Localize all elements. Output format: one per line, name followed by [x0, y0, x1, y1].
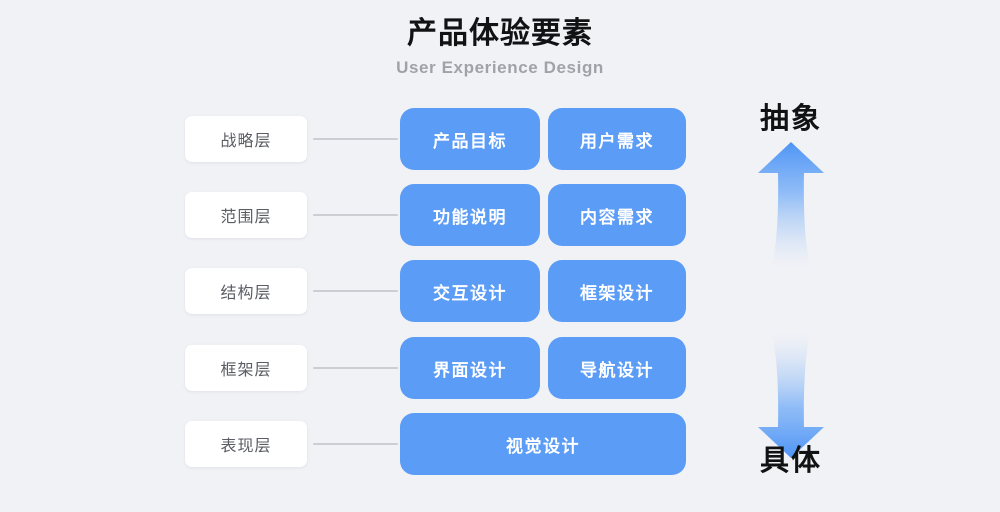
card-product-goal[interactable]: 产品目标: [400, 108, 540, 170]
arrow-down-icon: [754, 330, 828, 460]
layer-label-strategy[interactable]: 战略层: [185, 116, 307, 162]
abstraction-axis: 抽象: [726, 96, 856, 486]
card-interaction-design[interactable]: 交互设计: [400, 260, 540, 322]
layer-label-skeleton[interactable]: 框架层: [185, 345, 307, 391]
card-visual-design[interactable]: 视觉设计: [400, 413, 686, 475]
card-user-needs[interactable]: 用户需求: [548, 108, 686, 170]
card-information-architecture[interactable]: 框架设计: [548, 260, 686, 322]
header: 产品体验要素 User Experience Design: [0, 14, 1000, 80]
layer-row-structure: 结构层 交互设计 框架设计: [0, 260, 1000, 322]
axis-label-concrete: 具体: [759, 445, 822, 477]
layer-row-scope: 范围层 功能说明 内容需求: [0, 184, 1000, 246]
connector-line: [313, 214, 398, 216]
card-navigation-design[interactable]: 导航设计: [548, 337, 686, 399]
card-content-needs[interactable]: 内容需求: [548, 184, 686, 246]
page-subtitle: User Experience Design: [396, 58, 604, 77]
layer-label-surface[interactable]: 表现层: [185, 421, 307, 467]
layer-row-skeleton: 框架层 界面设计 导航设计: [0, 337, 1000, 399]
layer-label-structure[interactable]: 结构层: [185, 268, 307, 314]
layer-row-strategy: 战略层 产品目标 用户需求: [0, 108, 1000, 170]
card-feature-spec[interactable]: 功能说明: [400, 184, 540, 246]
page-title: 产品体验要素: [407, 17, 593, 50]
axis-label-abstract: 抽象: [759, 103, 822, 135]
card-interface-design[interactable]: 界面设计: [400, 337, 540, 399]
layer-row-surface: 表现层 视觉设计: [0, 413, 1000, 475]
connector-line: [313, 367, 398, 369]
connector-line: [313, 443, 398, 445]
connector-line: [313, 290, 398, 292]
layer-label-scope[interactable]: 范围层: [185, 192, 307, 238]
arrow-up-icon: [754, 140, 828, 270]
connector-line: [313, 138, 398, 140]
